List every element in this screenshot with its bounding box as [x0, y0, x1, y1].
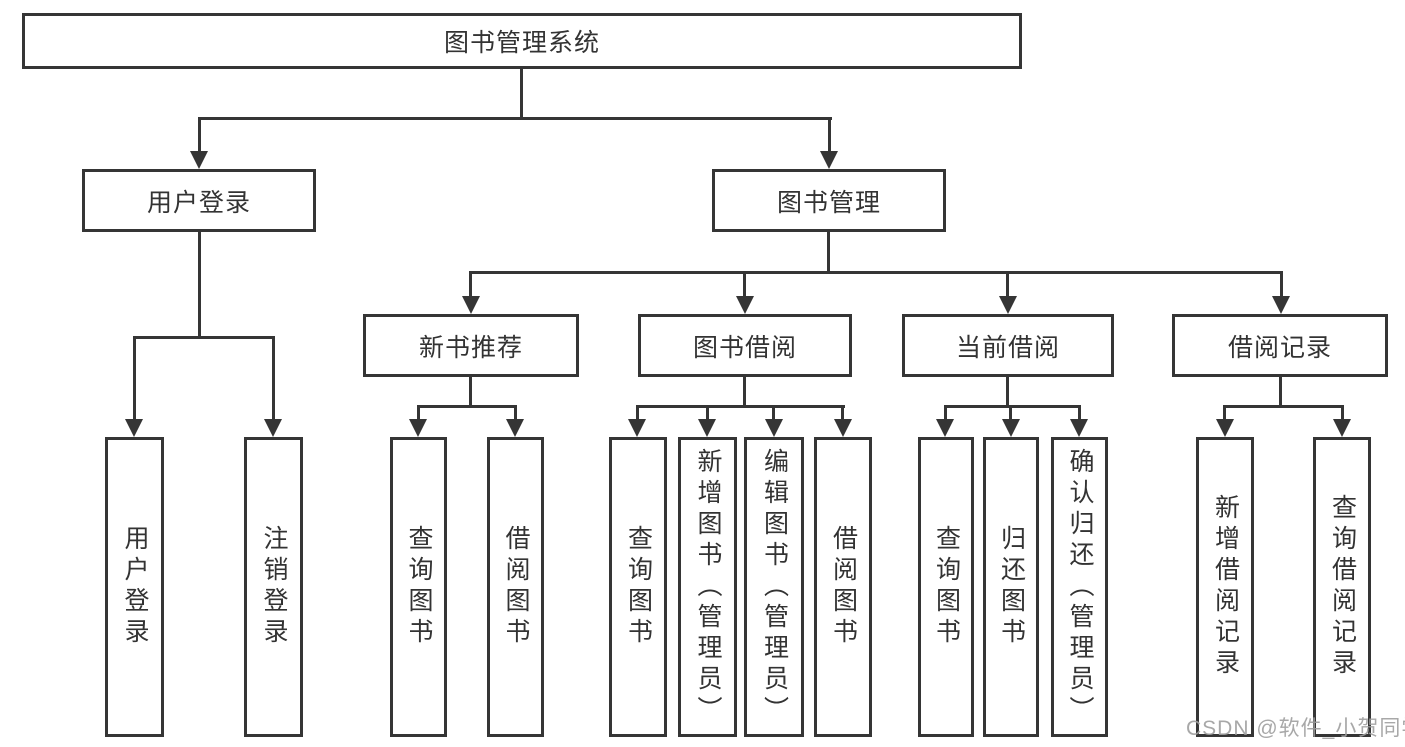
- leaf-logout: 注销登录: [244, 437, 303, 737]
- leaf-bb-edit-books: 编辑图书（管理员）: [744, 437, 804, 737]
- node-root-label: 图书管理系统: [443, 29, 600, 57]
- leaf-cb-query-books-label: 查询图书: [932, 525, 961, 649]
- connector-line: [133, 336, 136, 422]
- leaf-bb-query-books-label: 查询图书: [624, 525, 653, 649]
- leaf-cb-query-books: 查询图书: [918, 437, 974, 737]
- connector-line: [1006, 271, 1009, 299]
- arrow-down-icon: [125, 419, 143, 437]
- node-current-borrowing-label: 当前借阅: [955, 333, 1060, 362]
- connector-line: [272, 336, 275, 422]
- leaf-cb-return-books-label: 归还图书: [997, 525, 1026, 649]
- connector-line: [743, 271, 746, 299]
- arrow-down-icon: [1272, 296, 1290, 314]
- connector-line: [1078, 405, 1081, 423]
- connector-line: [1341, 405, 1344, 423]
- connector-line: [469, 377, 472, 408]
- leaf-cb-confirm-return: 确认归还（管理员）: [1051, 437, 1108, 737]
- connector-line: [1223, 405, 1226, 423]
- arrow-down-icon: [628, 419, 646, 437]
- connector-line: [469, 271, 472, 299]
- connector-line: [198, 117, 832, 120]
- connector-line: [1006, 377, 1009, 408]
- node-root: 图书管理系统: [22, 13, 1022, 69]
- leaf-bb-borrow-books-label: 借阅图书: [829, 525, 858, 649]
- arrow-down-icon: [1070, 419, 1088, 437]
- connector-line: [520, 69, 523, 119]
- connector-line: [636, 405, 845, 408]
- arrow-down-icon: [936, 419, 954, 437]
- leaf-bb-add-books: 新增图书（管理员）: [678, 437, 737, 737]
- connector-line: [772, 405, 775, 423]
- leaf-user-login-label: 用户登录: [121, 525, 149, 649]
- leaf-nb-query-books-label: 查询图书: [405, 525, 433, 649]
- csdn-watermark: CSDN @软件_小贺同学: [1186, 717, 1405, 740]
- leaf-bb-edit-books-label: 编辑图书（管理员）: [760, 447, 789, 727]
- arrow-down-icon: [999, 296, 1017, 314]
- arrow-down-icon: [409, 419, 427, 437]
- arrow-down-icon: [834, 419, 852, 437]
- leaf-user-login: 用户登录: [105, 437, 164, 737]
- node-borrowing-records: 借阅记录: [1172, 314, 1388, 377]
- node-book-management: 图书管理: [712, 169, 946, 232]
- node-book-borrowing: 图书借阅: [638, 314, 852, 377]
- node-current-borrowing: 当前借阅: [902, 314, 1114, 377]
- connector-line: [944, 405, 947, 423]
- node-user-login-label: 用户登录: [146, 188, 251, 217]
- leaf-br-add-record-label: 新增借阅记录: [1211, 494, 1240, 680]
- leaf-nb-borrow-books-label: 借阅图书: [502, 525, 530, 649]
- connector-line: [469, 271, 1283, 274]
- connector-line: [944, 405, 1081, 408]
- leaf-bb-borrow-books: 借阅图书: [814, 437, 872, 737]
- connector-line: [1279, 377, 1282, 408]
- leaf-logout-label: 注销登录: [260, 525, 288, 649]
- leaf-br-query-record-label: 查询借阅记录: [1328, 494, 1357, 680]
- connector-line: [743, 377, 746, 408]
- connector-line: [417, 405, 517, 408]
- arrow-down-icon: [1002, 419, 1020, 437]
- node-new-book-recommend-label: 新书推荐: [418, 333, 523, 362]
- connector-line: [1280, 271, 1283, 299]
- leaf-nb-borrow-books: 借阅图书: [487, 437, 544, 737]
- connector-line: [841, 405, 844, 423]
- arrow-down-icon: [264, 419, 282, 437]
- connector-line: [1223, 405, 1344, 408]
- node-borrowing-records-label: 借阅记录: [1227, 333, 1332, 362]
- arrow-down-icon: [736, 296, 754, 314]
- connector-line: [198, 117, 201, 153]
- leaf-cb-return-books: 归还图书: [983, 437, 1039, 737]
- arrow-down-icon: [1216, 419, 1234, 437]
- connector-line: [828, 117, 831, 153]
- arrow-down-icon: [820, 151, 838, 169]
- arrow-down-icon: [765, 419, 783, 437]
- leaf-cb-confirm-return-label: 确认归还（管理员）: [1066, 447, 1094, 727]
- leaf-bb-query-books: 查询图书: [609, 437, 667, 737]
- leaf-br-add-record: 新增借阅记录: [1196, 437, 1254, 737]
- node-book-borrowing-label: 图书借阅: [692, 333, 797, 362]
- arrow-down-icon: [190, 151, 208, 169]
- arrow-down-icon: [698, 419, 716, 437]
- arrow-down-icon: [462, 296, 480, 314]
- node-user-login: 用户登录: [82, 169, 316, 232]
- arrow-down-icon: [506, 419, 524, 437]
- arrow-down-icon: [1333, 419, 1351, 437]
- leaf-nb-query-books: 查询图书: [390, 437, 447, 737]
- connector-line: [1009, 405, 1012, 423]
- connector-line: [636, 405, 639, 423]
- node-new-book-recommend: 新书推荐: [363, 314, 579, 377]
- connector-line: [827, 232, 830, 274]
- leaf-br-query-record: 查询借阅记录: [1313, 437, 1371, 737]
- connector-line: [417, 405, 420, 423]
- connector-line: [198, 232, 201, 339]
- connector-line: [133, 336, 275, 339]
- connector-line: [514, 405, 517, 423]
- node-book-management-label: 图书管理: [776, 188, 881, 217]
- leaf-bb-add-books-label: 新增图书（管理员）: [694, 447, 722, 727]
- connector-line: [706, 405, 709, 423]
